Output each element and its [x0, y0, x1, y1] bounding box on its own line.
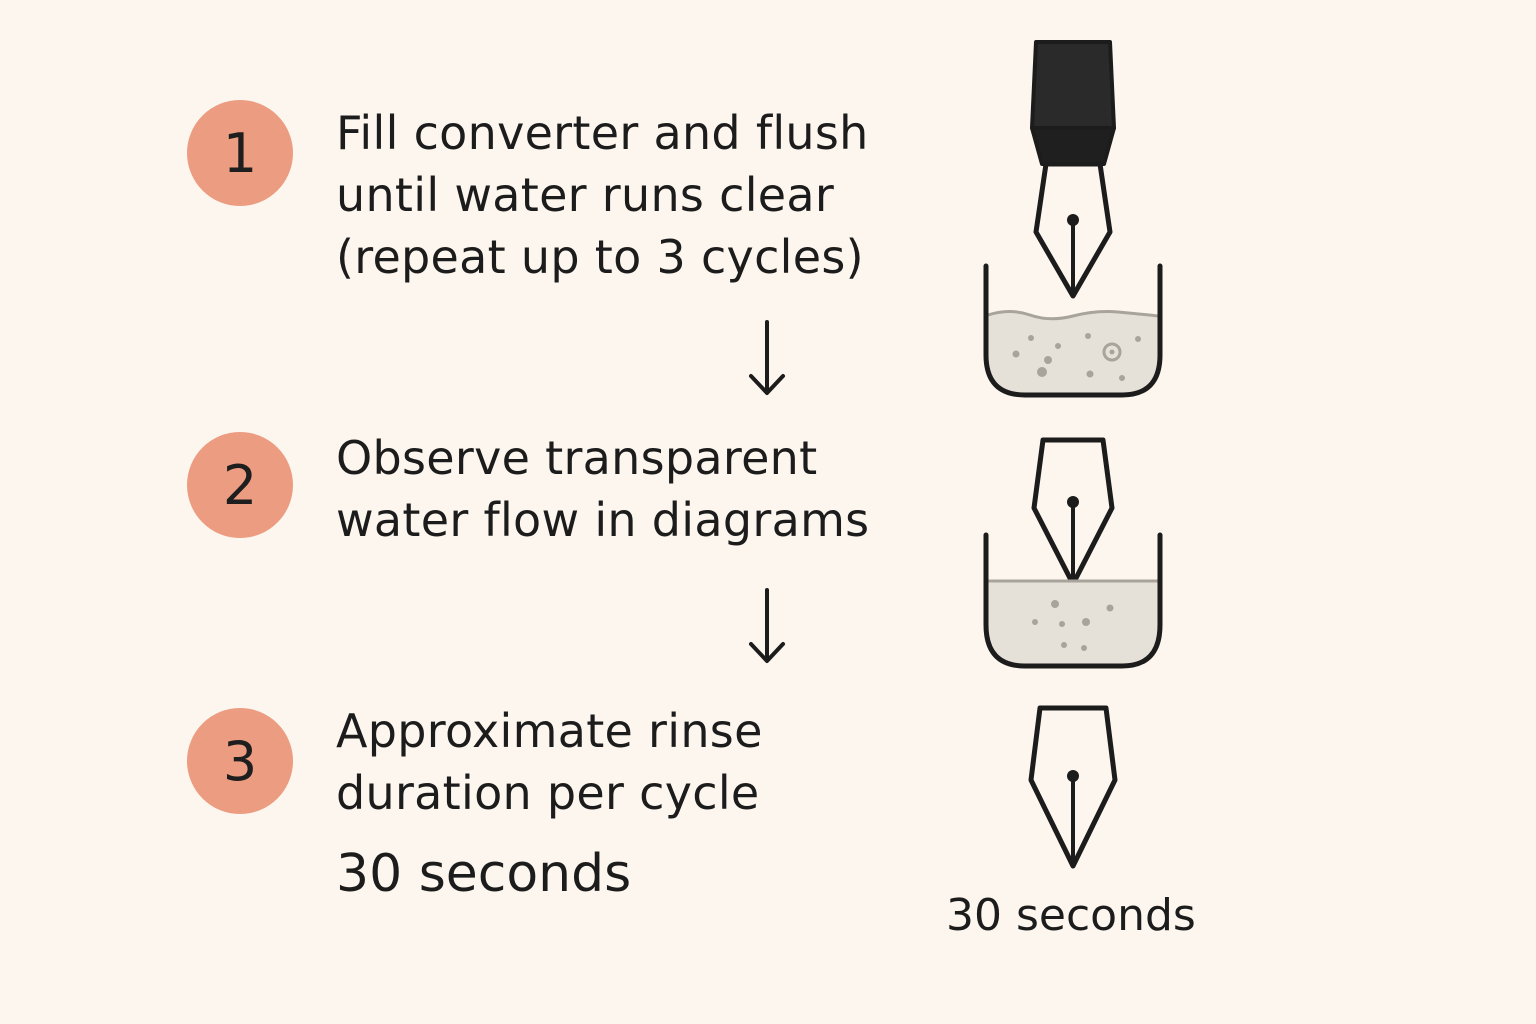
rinse-illustration [983, 40, 1163, 869]
down-arrow-icon [749, 320, 785, 395]
step-3-line-2: duration per cycle [336, 766, 760, 820]
step-1-number: 1 [222, 121, 258, 185]
step-1-text: Fill converter and flush until water run… [336, 102, 869, 288]
step-2-text: Observe transparent water flow in diagra… [336, 427, 869, 551]
step-1-line-3: (repeat up to 3 cycles) [336, 230, 864, 284]
clear-water-beaker-icon [983, 532, 1163, 669]
step-3-text: Approximate rinse duration per cycle [336, 700, 763, 824]
step-3-duration: 30 seconds [336, 844, 632, 904]
step-2-badge: 2 [187, 432, 293, 538]
step-1-line-2: until water runs clear [336, 168, 835, 222]
step-3-line-1: Approximate rinse [336, 704, 763, 758]
step-1-badge: 1 [187, 100, 293, 206]
step-2-line-1: Observe transparent [336, 431, 818, 485]
pen-nib-icon [1028, 705, 1118, 869]
step-3-number: 3 [222, 729, 258, 793]
fountain-pen-with-cap-icon [1030, 40, 1116, 299]
down-arrow-icon [749, 588, 785, 663]
illustration-caption: 30 seconds [946, 890, 1196, 941]
step-2-line-2: water flow in diagrams [336, 493, 870, 547]
murky-water-beaker-icon [983, 263, 1163, 398]
step-1-line-1: Fill converter and flush [336, 106, 869, 160]
step-2-number: 2 [222, 453, 258, 517]
pen-nib-icon [1031, 437, 1115, 587]
step-3-badge: 3 [187, 708, 293, 814]
